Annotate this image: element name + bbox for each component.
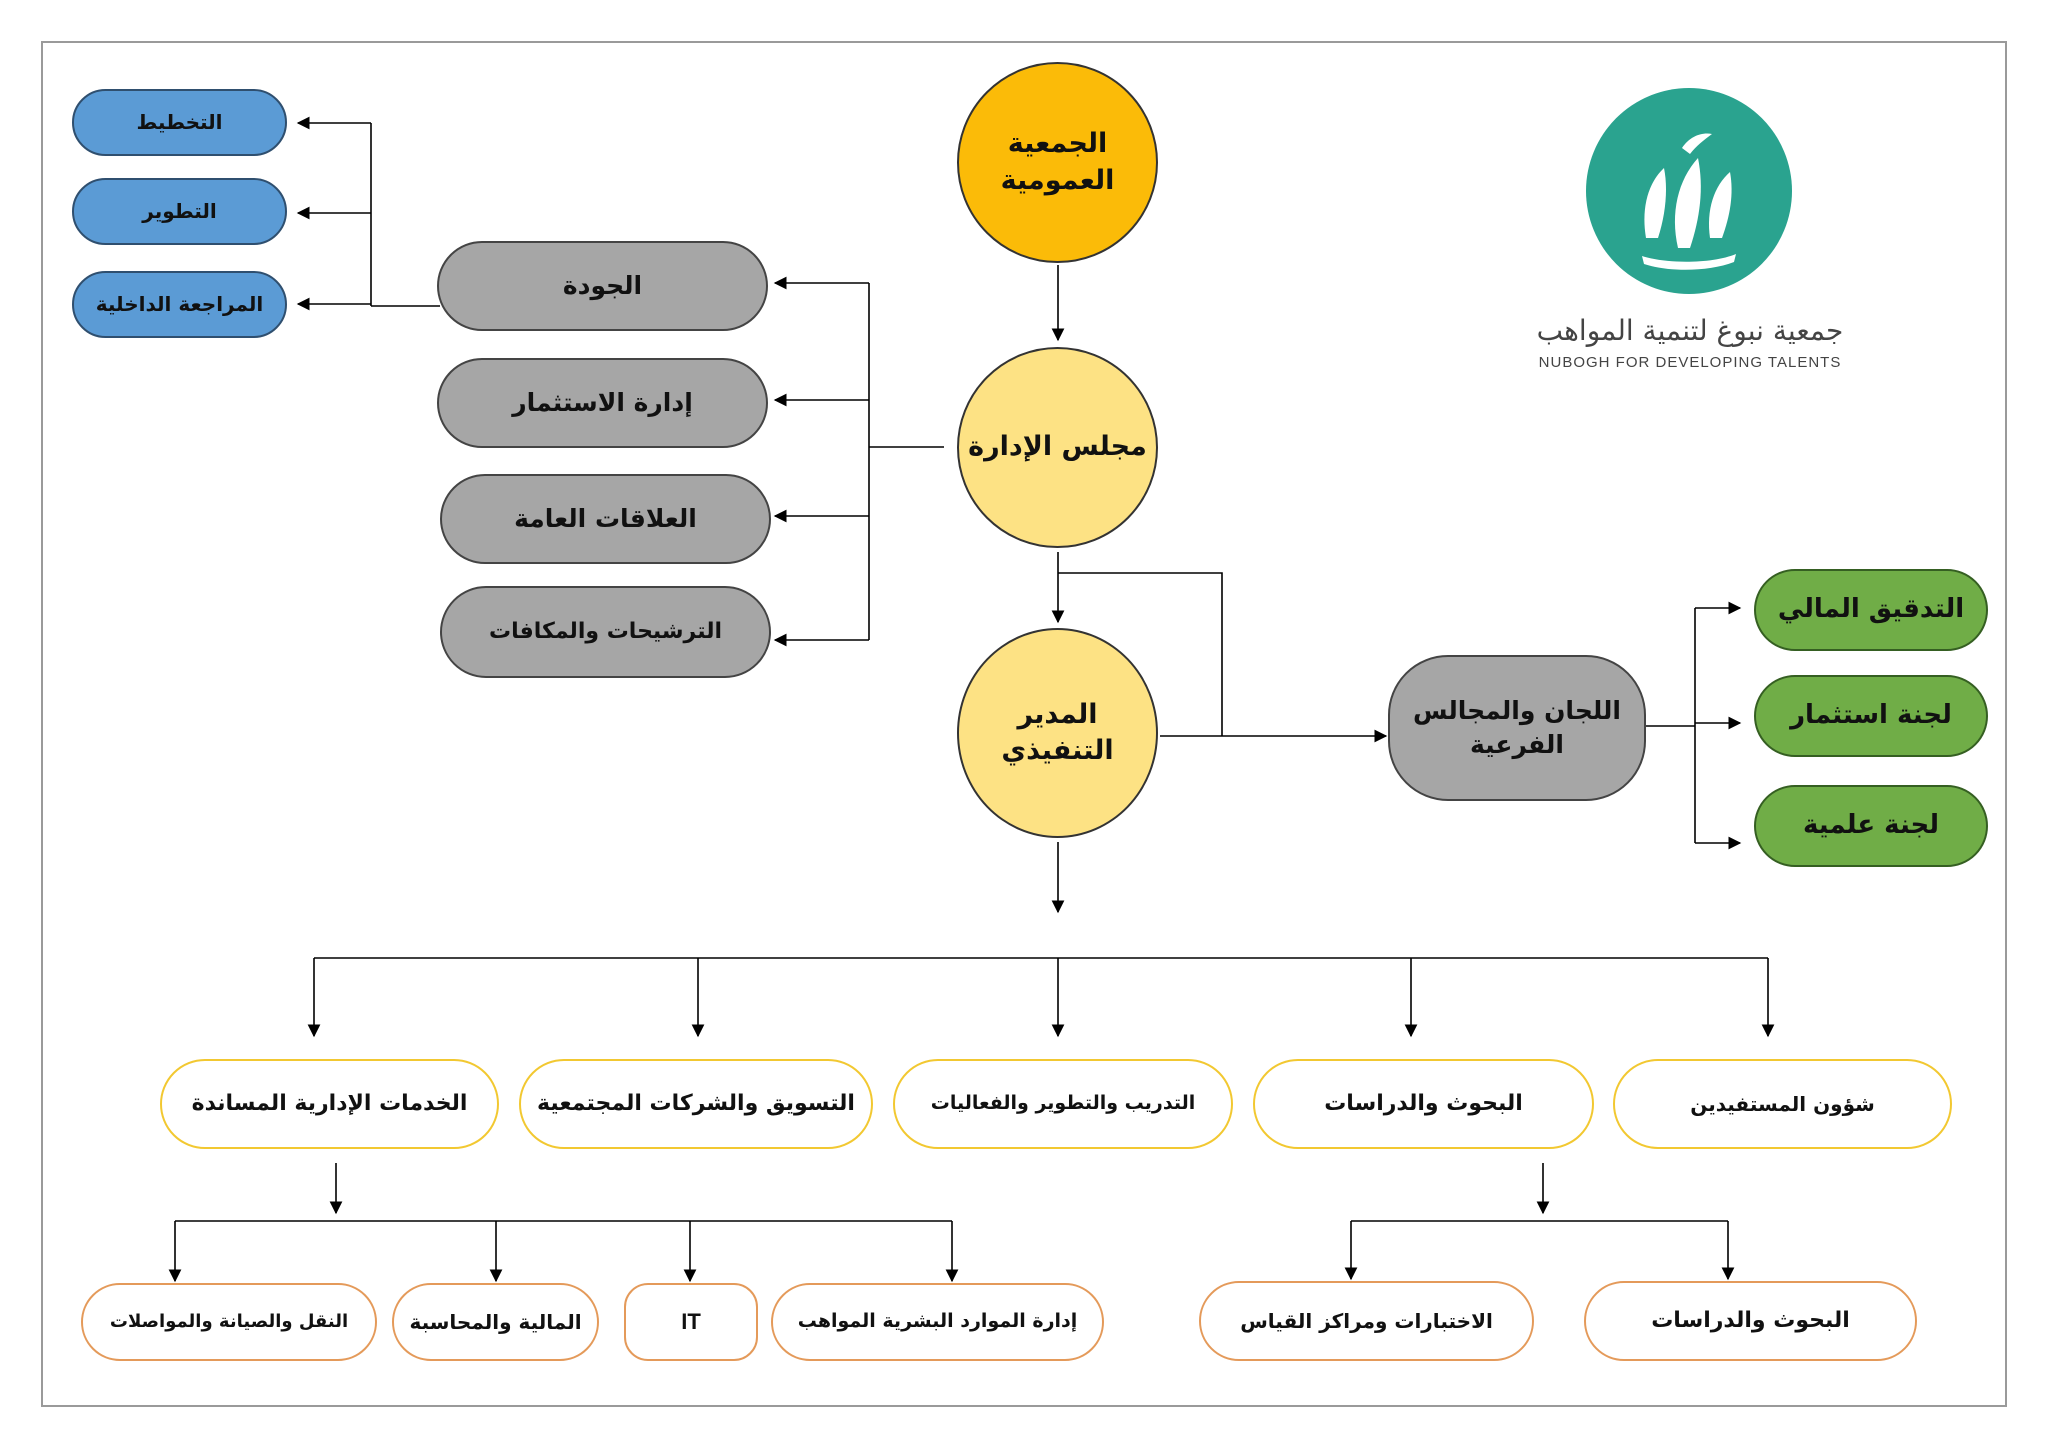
finance-accounting-node: المالية والمحاسبة — [392, 1283, 599, 1361]
diagram-frame — [41, 41, 2007, 1407]
training-events-node: التدريب والتطوير والفعاليات — [893, 1059, 1233, 1149]
financial-audit-node: التدقيق المالي — [1754, 569, 1988, 651]
beneficiaries-node: شؤون المستفيدين — [1613, 1059, 1952, 1149]
board-of-directors-node: مجلس الإدارة — [957, 347, 1158, 548]
nubogh-logo-mark — [1586, 88, 1792, 294]
public-relations-node: العلاقات العامة — [440, 474, 771, 564]
tests-measurement-centers-node: الاختبارات ومراكز القياس — [1199, 1281, 1534, 1361]
committees-node: اللجان والمجالس الفرعية — [1388, 655, 1646, 801]
development-node: التطوير — [72, 178, 287, 245]
scientific-committee-node: لجنة علمية — [1754, 785, 1988, 867]
research-studies-unit-node: البحوث والدراسات — [1584, 1281, 1917, 1361]
it-node: IT — [624, 1283, 758, 1361]
research-studies-node: البحوث والدراسات — [1253, 1059, 1594, 1149]
investment-management-node: إدارة الاستثمار — [437, 358, 768, 448]
nominations-rewards-node: الترشيحات والمكافات — [440, 586, 771, 678]
logo-arabic-name: جمعية نبوغ لتنمية المواهب — [1536, 314, 1844, 347]
general-assembly-node: الجمعية العمومية — [957, 62, 1158, 263]
transport-maintenance-node: النقل والصيانة والمواصلات — [81, 1283, 377, 1361]
executive-director-node: المدير التنفيذي — [957, 628, 1158, 838]
quality-node: الجودة — [437, 241, 768, 331]
internal-audit-node: المراجعة الداخلية — [72, 271, 287, 338]
planning-node: التخطيط — [72, 89, 287, 156]
logo-english-name: NUBOGH FOR DEVELOPING TALENTS — [1538, 354, 1842, 371]
nubogh-logo: جمعية نبوغ لتنمية المواهب NUBOGH FOR DEV… — [1520, 88, 1860, 378]
investment-committee-node: لجنة استثمار — [1754, 675, 1988, 757]
support-services-node: الخدمات الإدارية المساندة — [160, 1059, 499, 1149]
marketing-partnerships-node: التسويق والشركات المجتمعية — [519, 1059, 873, 1149]
hr-talents-node: إدارة الموارد البشرية المواهب — [771, 1283, 1104, 1361]
